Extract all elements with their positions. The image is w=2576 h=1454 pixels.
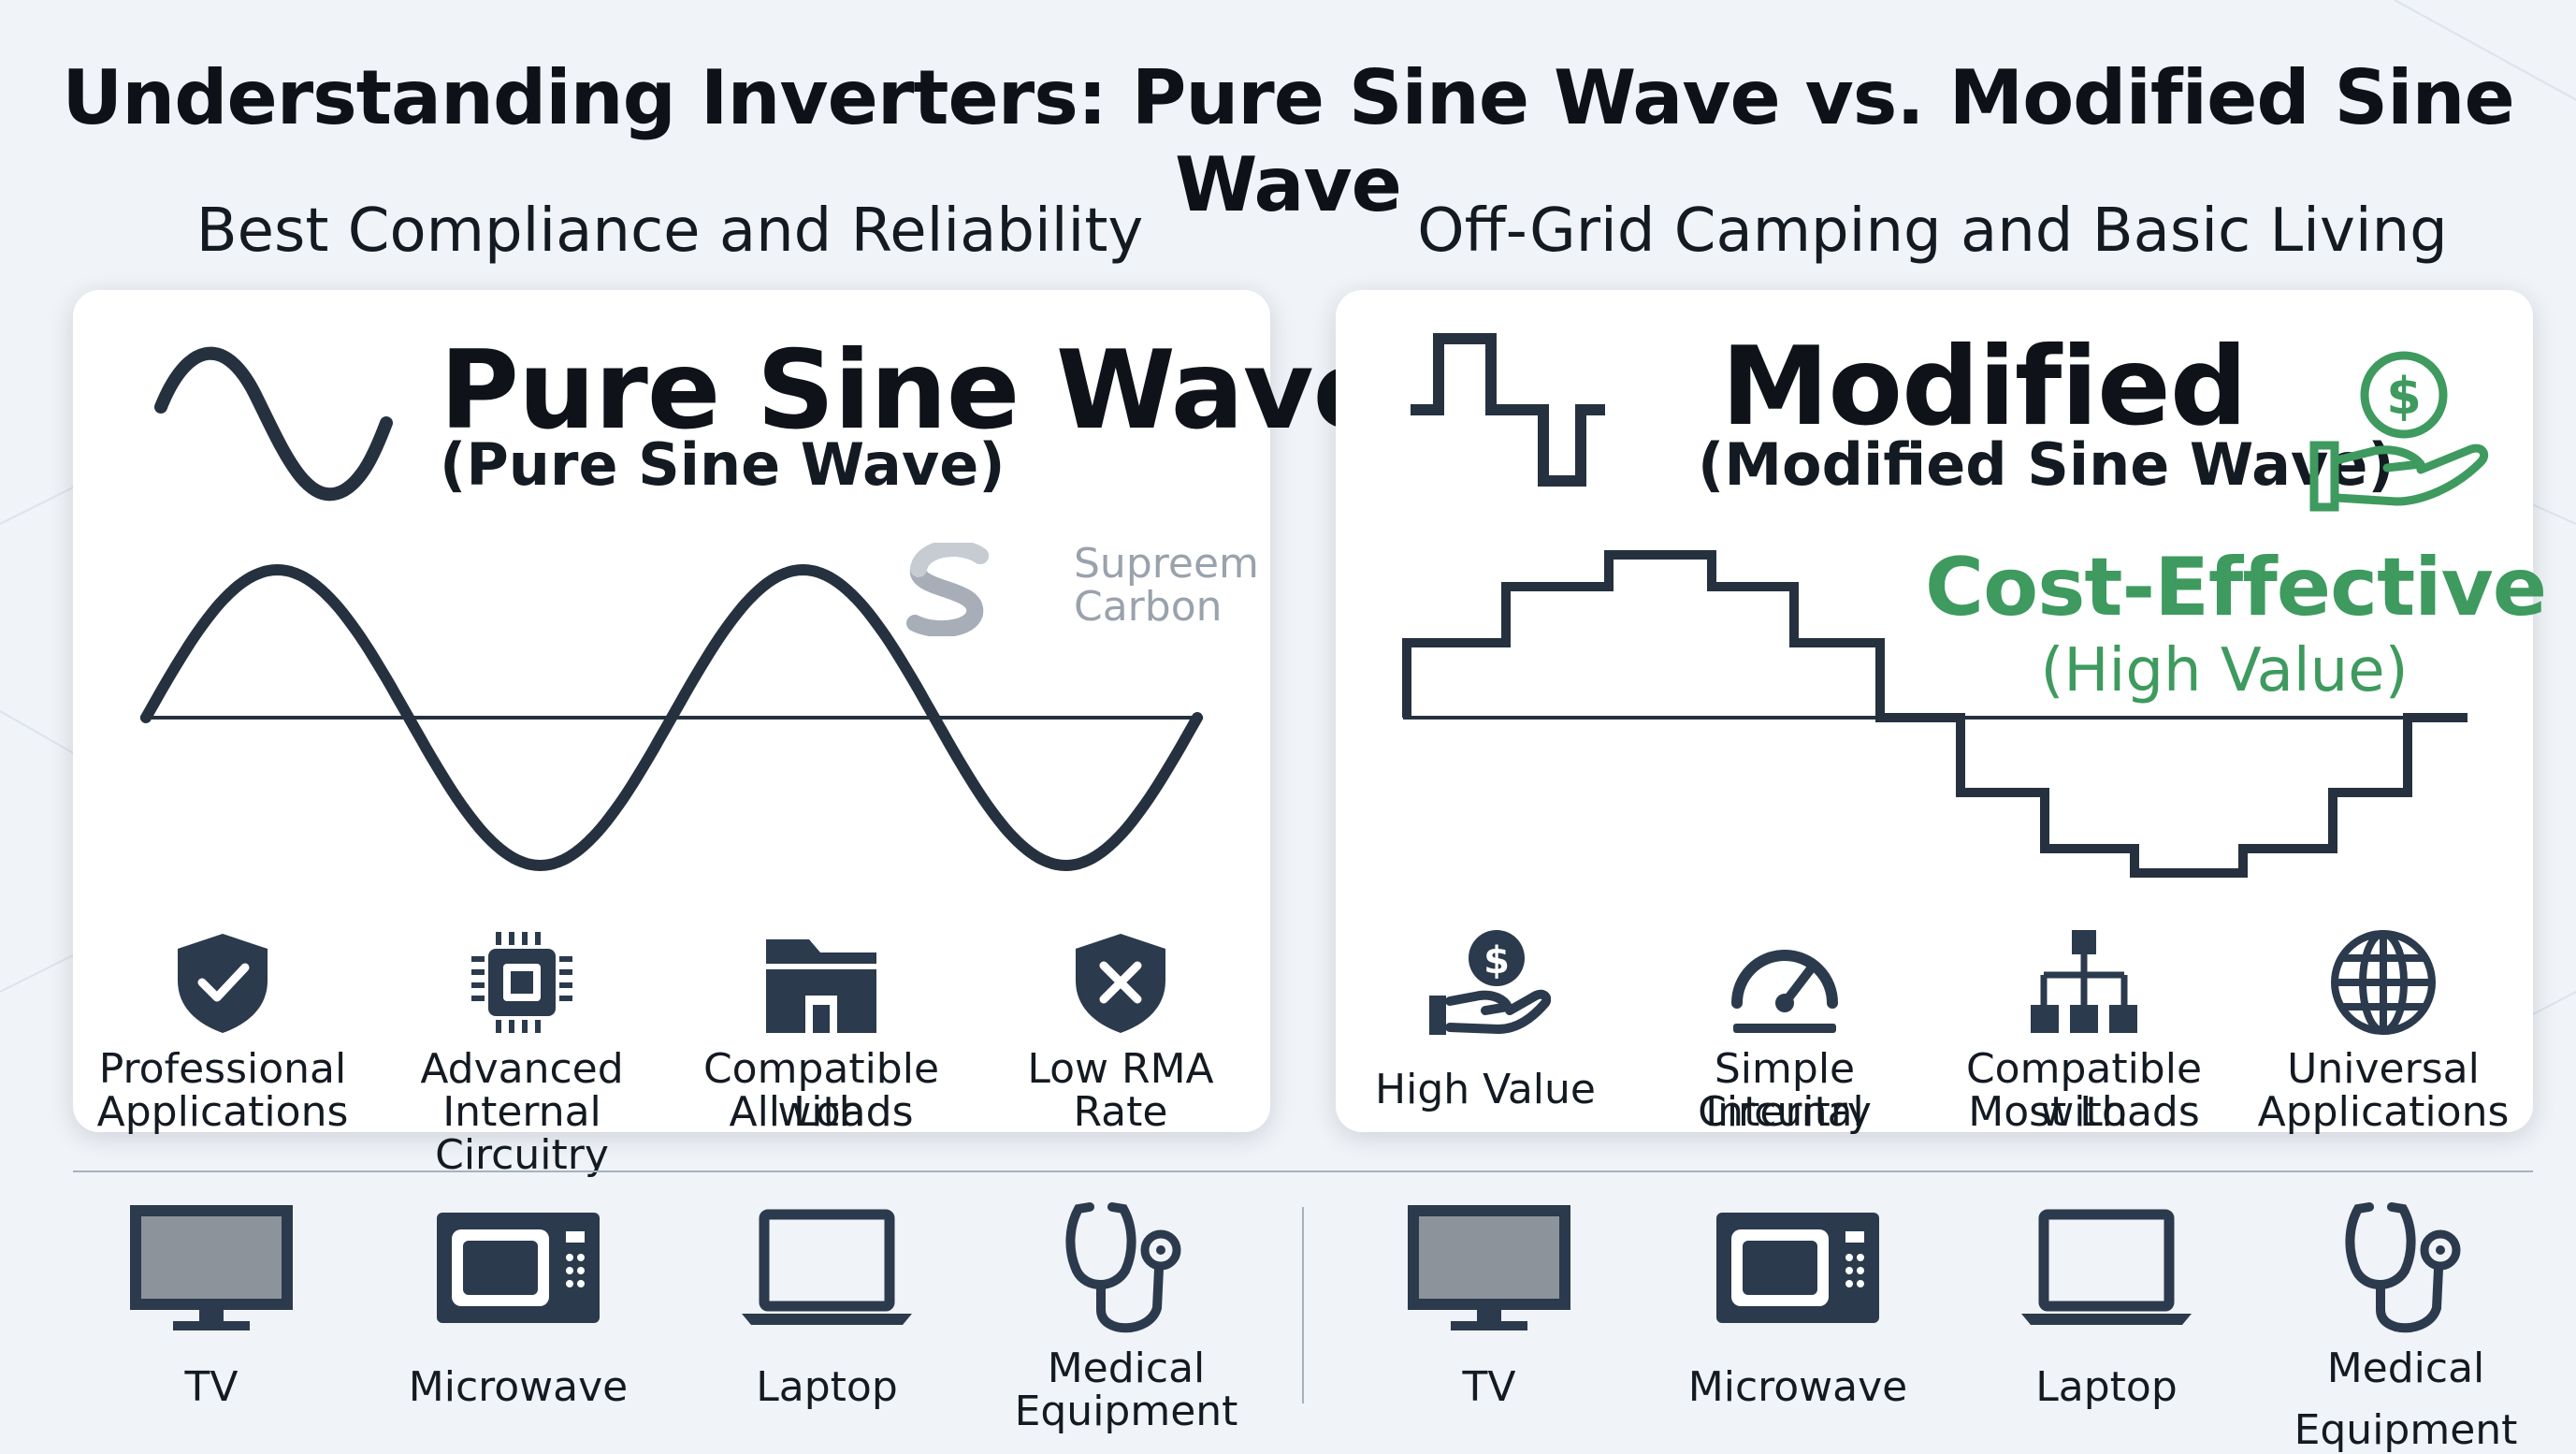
hierarchy-icon [2031,930,2137,1033]
pure-sine-features: Professional Applications Advanced Inter… [73,908,1270,1177]
device-tv-left: TV [62,1198,361,1437]
modified-sine-card: Modified (Modified Sine Wave) $ Cost-Eff… [1336,290,2547,1134]
shield-x-icon [1076,934,1165,1033]
cash-hand-icon: $ [2309,351,2489,512]
device-laptop-left: Laptop [677,1198,977,1437]
feature-universal: Universal Applications [2234,908,2533,1134]
device-microwave-left: Microwave [369,1198,668,1437]
pure-sine-subtitle: (Pure Sine Wave) [440,430,1006,499]
device-medical-right: Medical Equipment [2256,1198,2555,1452]
cost-effective-subtitle: (High Value) [2040,636,2409,705]
devices-divider [1302,1207,1304,1403]
brand-line2: Carbon [1074,583,1223,631]
globe-icon [2331,930,2436,1035]
pure-sine-wave-diagram [140,564,1203,871]
brand-s-icon [906,539,989,637]
feature-circuitry: Advanced Internal Circuitry [372,908,672,1177]
laptop-icon [742,1209,912,1325]
section-divider [73,1170,2533,1172]
feature-low-rma: Low RMA Rate [971,908,1270,1134]
stethoscope-icon [1065,1202,1181,1333]
right-subtitle: Off-Grid Camping and Basic Living [1417,196,2448,266]
modified-features: $ High Value Simple Internal Circuitry [1336,908,2533,1134]
square-wave-icon [1411,333,1605,487]
shield-check-icon [178,934,268,1033]
svg-text:$: $ [1483,939,1510,982]
tv-icon [1408,1205,1570,1330]
sine-wave-icon [154,346,393,502]
device-laptop-right: Laptop [1957,1198,2256,1437]
modified-subtitle: (Modified Sine Wave) [1698,430,2395,499]
feature-high-value: $ High Value [1336,908,1635,1123]
pure-sine-card: Pure Sine Wave (Pure Sine Wave) Supreem … [73,290,1386,1177]
pure-sine-title: Pure Sine Wave [440,327,1386,454]
gauge-icon [1731,950,1838,1033]
feature-professional: Professional Applications [73,908,372,1134]
device-tv-right: TV [1339,1198,1639,1437]
modified-title: Modified [1721,324,2248,450]
laptop-icon [2021,1209,2192,1325]
stethoscope-icon [2345,1202,2461,1333]
feature-simple-circuitry: Simple Internal Circuitry [1635,908,1934,1134]
feature-most-loads: Compatible with Most Loads [1934,908,2234,1134]
left-subtitle: Best Compliance and Reliability [195,196,1144,266]
device-microwave-right: Microwave [1648,1198,1947,1437]
hand-dollar-icon: $ [1429,930,1551,1035]
microwave-icon [1716,1213,1879,1323]
chip-icon [471,932,572,1033]
cost-effective-title: Cost-Effective [1925,541,2547,634]
feature-all-loads: Compatible with All Loads [672,908,971,1134]
brand-logo: Supreem Carbon [905,539,1261,646]
svg-text:$: $ [2386,367,2422,426]
microwave-icon [437,1213,600,1323]
modified-sine-wave-diagram [1402,550,2467,878]
device-medical-left: Medical Equipment [977,1198,1276,1437]
brand-line1: Supreem [1074,540,1259,588]
page-title: Understanding Inverters: Pure Sine Wave … [62,54,2514,228]
tv-icon [130,1205,293,1330]
folder-icon [766,939,876,1033]
